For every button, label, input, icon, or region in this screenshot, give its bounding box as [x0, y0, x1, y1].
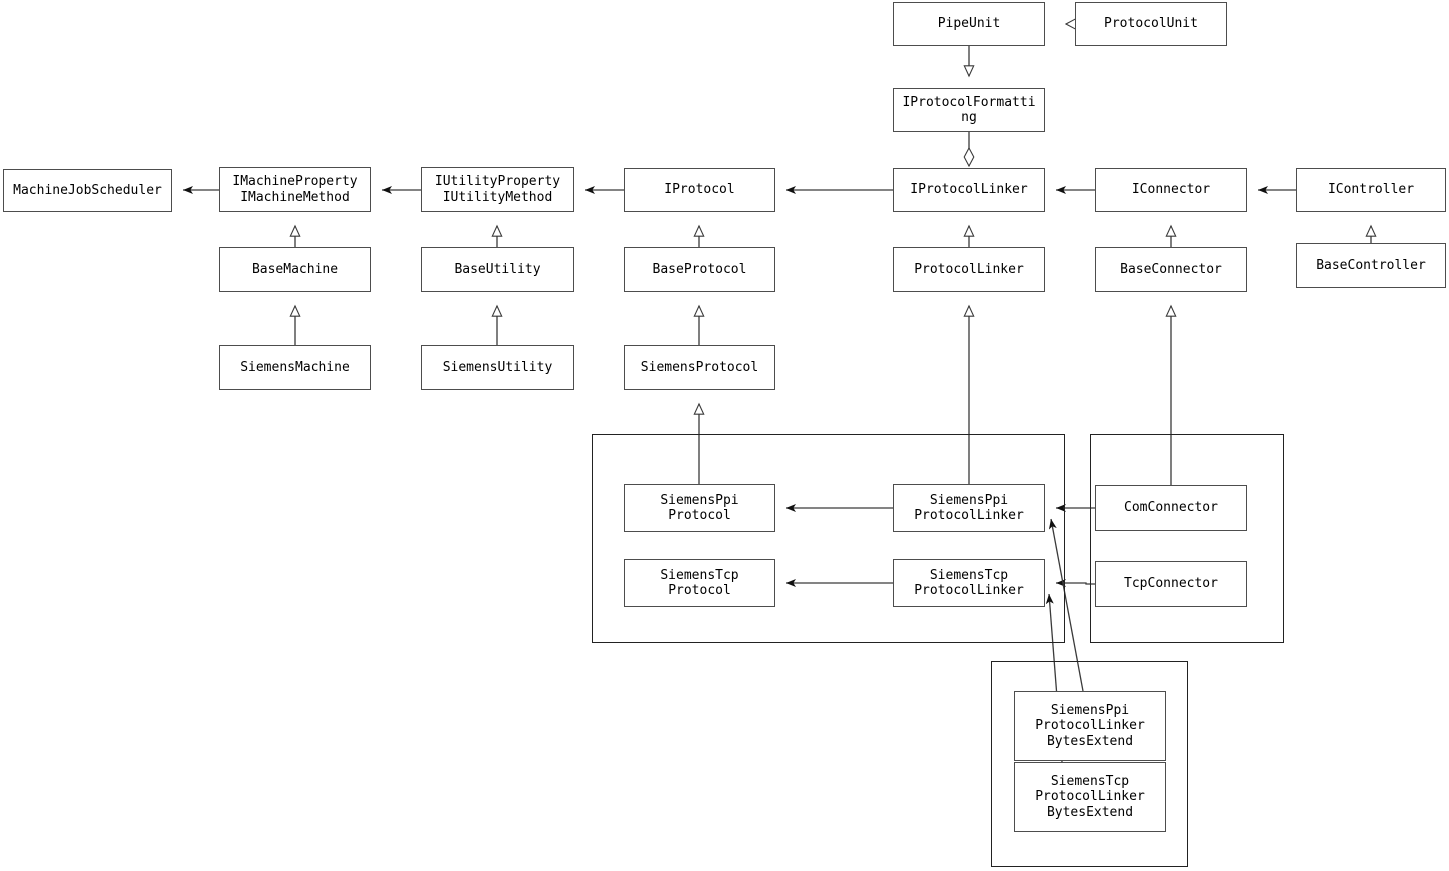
- class-node-icontroller[interactable]: IController: [1296, 168, 1446, 212]
- class-node-siemensppiprotocol[interactable]: SiemensPpi Protocol: [624, 484, 775, 532]
- class-node-siemensppiprotocollinkerbytesextend[interactable]: SiemensPpi ProtocolLinker BytesExtend: [1014, 691, 1166, 761]
- class-node-siemenstcpprotocol[interactable]: SiemensTcp Protocol: [624, 559, 775, 607]
- class-node-baseutility[interactable]: BaseUtility: [421, 247, 574, 292]
- group-siemens-protocols: [592, 434, 1065, 643]
- group-connectors: [1090, 434, 1284, 643]
- class-node-pipeunit[interactable]: PipeUnit: [893, 2, 1045, 46]
- class-node-iutilityproperty[interactable]: IUtilityProperty IUtilityMethod: [421, 167, 574, 212]
- class-node-baseconnector[interactable]: BaseConnector: [1095, 247, 1247, 292]
- class-node-iprotocolformatting[interactable]: IProtocolFormatti ng: [893, 88, 1045, 132]
- class-node-iprotocol[interactable]: IProtocol: [624, 168, 775, 212]
- group-bytes-extend: [991, 661, 1188, 867]
- class-node-siemenstcpprotocollinker[interactable]: SiemensTcp ProtocolLinker: [893, 559, 1045, 607]
- class-node-comconnector[interactable]: ComConnector: [1095, 485, 1247, 531]
- class-node-siemensppiprotocollinker[interactable]: SiemensPpi ProtocolLinker: [893, 484, 1045, 532]
- class-node-siemenstcpprotocollinkerbytesextend[interactable]: SiemensTcp ProtocolLinker BytesExtend: [1014, 762, 1166, 832]
- class-node-iprotocollinker[interactable]: IProtocolLinker: [893, 168, 1045, 212]
- class-node-siemensutility[interactable]: SiemensUtility: [421, 345, 574, 390]
- class-node-siemensprotocol[interactable]: SiemensProtocol: [624, 345, 775, 390]
- class-node-imachineproperty[interactable]: IMachineProperty IMachineMethod: [219, 167, 371, 212]
- class-node-protocollinker[interactable]: ProtocolLinker: [893, 247, 1045, 292]
- class-node-iconnector[interactable]: IConnector: [1095, 168, 1247, 212]
- class-node-siemensmachine[interactable]: SiemensMachine: [219, 345, 371, 390]
- class-node-machinejobscheduler[interactable]: MachineJobScheduler: [3, 169, 172, 212]
- class-node-basecontroller[interactable]: BaseController: [1296, 243, 1446, 288]
- class-node-basemachine[interactable]: BaseMachine: [219, 247, 371, 292]
- class-node-protocolunit[interactable]: ProtocolUnit: [1075, 2, 1227, 46]
- class-node-tcpconnector[interactable]: TcpConnector: [1095, 561, 1247, 607]
- class-node-baseprotocol[interactable]: BaseProtocol: [624, 247, 775, 292]
